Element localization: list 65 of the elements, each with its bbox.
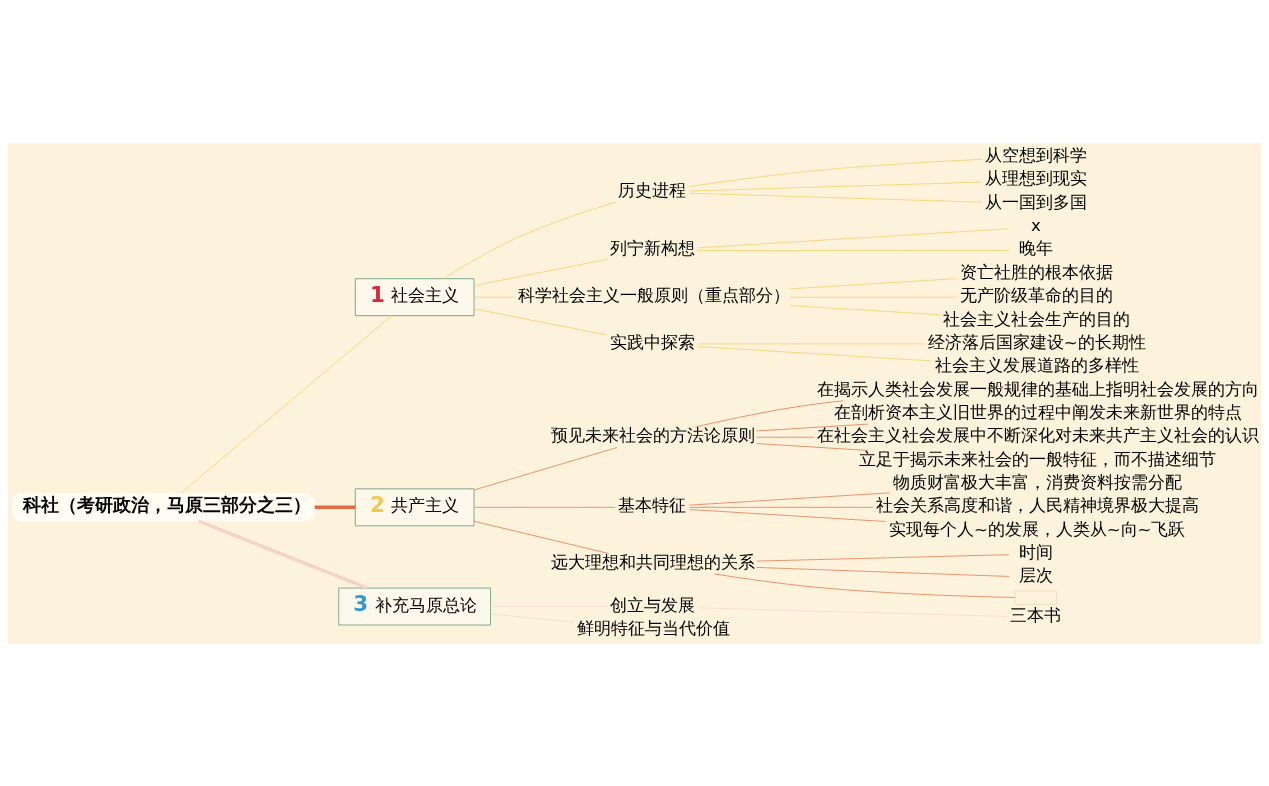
- node-text: x: [1030, 215, 1041, 235]
- connector: [789, 304, 941, 315]
- node-text: 无产阶级革命的目的: [959, 285, 1113, 305]
- node-text: 物质财富极大丰富，消费资料按需分配: [892, 472, 1182, 492]
- node-box: 1 社会主义: [354, 277, 475, 316]
- connector: [473, 296, 516, 298]
- connector: [756, 553, 1010, 562]
- node-text: 鲜明特征与当代价值: [576, 618, 730, 638]
- node-box: 3 补充马原总论: [338, 587, 491, 625]
- connector: [689, 181, 983, 191]
- node-text: 社会主义发展道路的多样性: [934, 355, 1139, 375]
- node-text: 资亡社胜的根本依据: [959, 262, 1113, 282]
- node-text: 从空想到科学: [985, 145, 1088, 165]
- connector: [697, 227, 1010, 248]
- node-text: 社会主义社会生产的目的: [943, 309, 1131, 329]
- connector: [689, 192, 983, 203]
- node-text: 在社会主义社会发展中不断深化对未来共产主义社会的认识: [817, 425, 1260, 445]
- node-text: 立足于揭示未来社会的一般特征，而不描述细节: [859, 449, 1217, 469]
- connector: [473, 258, 608, 286]
- node-text: 科学社会主义一般原则（重点部分）: [517, 285, 790, 305]
- node-text: 晚年: [1018, 238, 1053, 258]
- connector: [473, 446, 618, 490]
- connector: [689, 491, 891, 506]
- connector: [443, 201, 616, 279]
- connector: [197, 518, 368, 589]
- node-text: 创立与发展: [610, 595, 696, 615]
- connector: [694, 399, 844, 427]
- node-text: 从一国到多国: [985, 192, 1088, 212]
- connector: [473, 520, 610, 554]
- connector: [697, 345, 932, 361]
- connector: [756, 442, 869, 451]
- connector: [689, 506, 874, 508]
- connector: [697, 249, 1010, 251]
- node-text: 在剖析资本主义旧世界的过程中阐发未来新世界的特点: [833, 402, 1242, 422]
- node-text: 层次: [1018, 565, 1053, 585]
- connector: [756, 423, 869, 431]
- node-text: 列宁新构想: [610, 238, 696, 258]
- connector: [756, 436, 815, 438]
- node-text: 在揭示人类社会发展一般规律的基础上指明社会发展的方向: [817, 379, 1260, 399]
- node-box: 2 共产主义: [354, 487, 475, 526]
- node-text: 社会关系高度和谐，人民精神境界极大提高: [876, 495, 1200, 515]
- node-text: 远大理想和共同理想的关系: [551, 552, 756, 572]
- connector: [697, 342, 926, 344]
- connector: [789, 277, 958, 289]
- connector: [473, 506, 616, 508]
- connector: [314, 505, 356, 509]
- connector: [689, 158, 983, 187]
- connector: [180, 314, 393, 494]
- connector: [789, 296, 958, 298]
- connector: [689, 508, 887, 522]
- node-text: 从理想到现实: [985, 168, 1088, 188]
- node-text: 实践中探索: [610, 332, 696, 352]
- node-text: 时间: [1018, 542, 1053, 562]
- node-text: 历史进程: [618, 180, 687, 200]
- node-text: 实现每个人~的发展，人类从~向~飞跃: [888, 519, 1186, 539]
- node-text: 基本特征: [618, 495, 687, 515]
- node-text: 经济落后国家建设~的长期性: [927, 332, 1146, 352]
- node-box: 科社（考研政治，马原三部分之三）: [11, 492, 315, 521]
- node-text: 预见未来社会的方法论原则: [551, 425, 756, 445]
- connector: [473, 307, 608, 336]
- node-box: [1014, 590, 1058, 605]
- connector: [490, 613, 574, 623]
- connector: [756, 566, 1010, 577]
- node-text: 三本书: [1010, 605, 1062, 625]
- connector: [714, 573, 1016, 598]
